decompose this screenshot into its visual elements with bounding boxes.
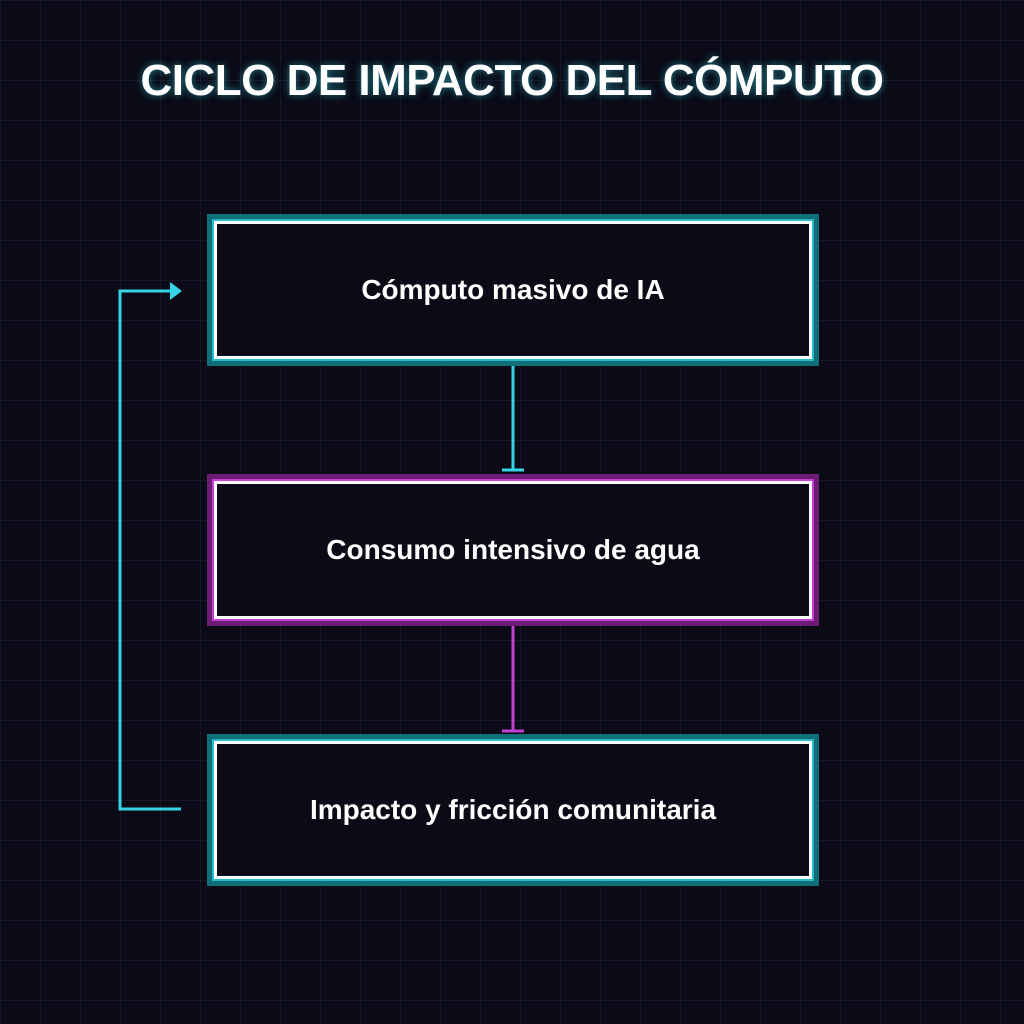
diagram-title: CICLO DE IMPACTO DEL CÓMPUTO [0,56,1024,106]
node-community-label: Impacto y fricción comunitaria [309,794,717,825]
edge-arrowhead [170,282,182,300]
node-inner [214,221,812,359]
node-frame [207,734,819,886]
node-compute: Cómputo masivo de IA [207,214,819,366]
node-inner [214,741,812,879]
node-compute-label: Cómputo masivo de IA [361,274,665,305]
node-water: Consumo intensivo de agua [207,474,819,626]
node-frame [207,214,819,366]
edge-node2-node3 [502,622,524,733]
node-frame [207,474,819,626]
edge-node3-node1-loop [118,282,182,811]
edge-node1-node2 [502,362,524,472]
diagram-title-text: CICLO DE IMPACTO DEL CÓMPUTO [140,56,884,105]
node-water-label: Consumo intensivo de agua [326,534,700,565]
node-inner [214,481,812,619]
node-community: Impacto y fricción comunitaria [207,734,819,886]
edge-loop-line [118,289,181,811]
